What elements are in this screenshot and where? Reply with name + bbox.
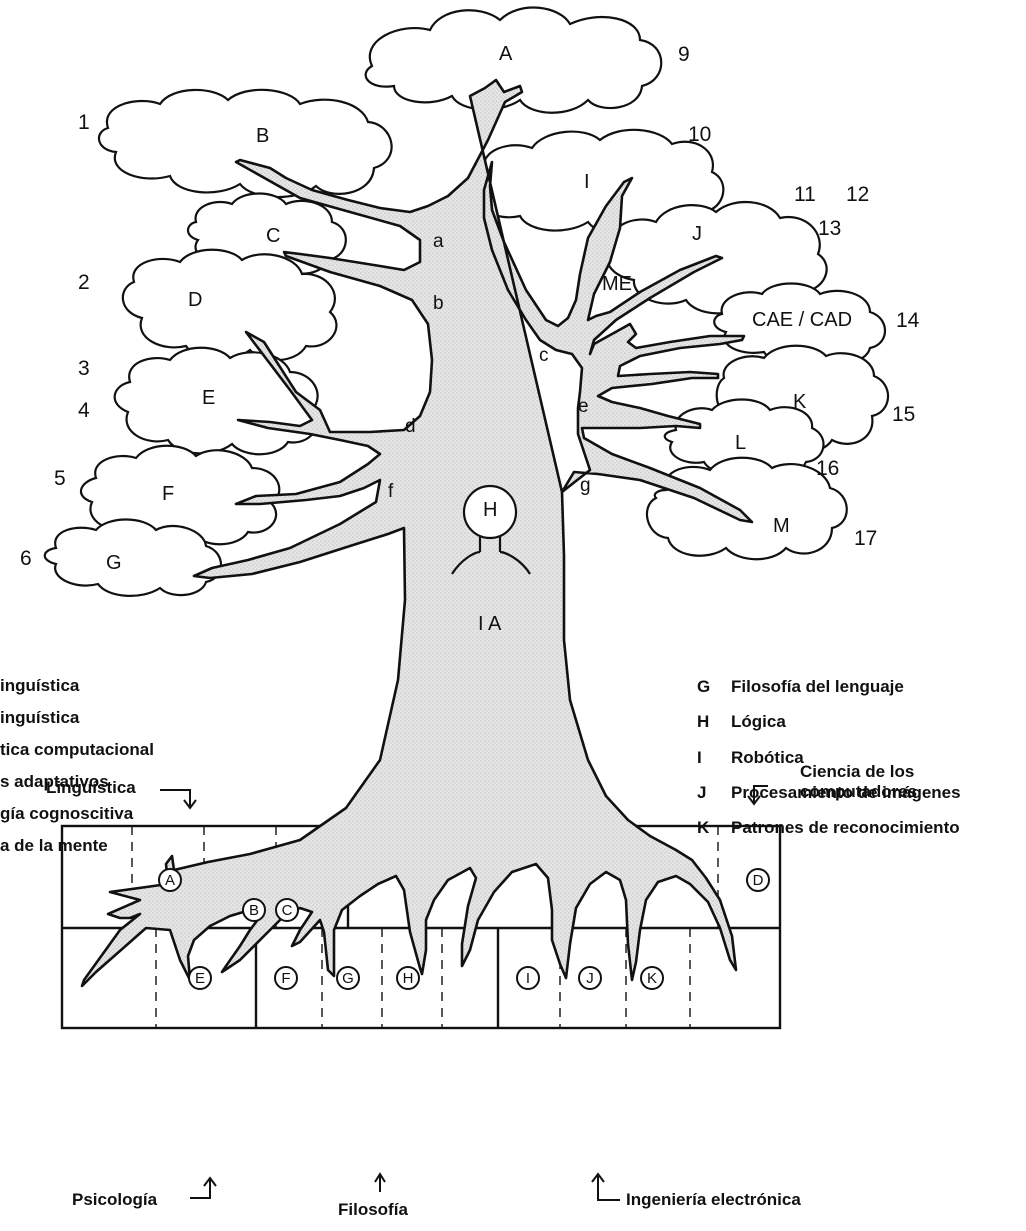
label-F: F <box>162 484 174 504</box>
cloud-e <box>115 348 318 455</box>
number-5: 5 <box>54 468 66 489</box>
label-b: b <box>433 294 444 313</box>
label-c: c <box>539 346 549 365</box>
root-circle-B: B <box>242 898 266 922</box>
number-15: 15 <box>892 404 915 425</box>
label-H: H <box>483 500 497 520</box>
discipline-linguistica: Linguística <box>46 778 136 798</box>
label-cae-cad: CAE / CAD <box>752 310 852 330</box>
root-circle-G: G <box>336 966 360 990</box>
label-e: e <box>578 397 589 416</box>
root-circle-K: K <box>640 966 664 990</box>
discipline-filosofia: Filosofía <box>338 1200 408 1220</box>
root-circle-F: F <box>274 966 298 990</box>
cloud-1 <box>99 90 392 197</box>
discipline-psicologia: Psicología <box>72 1190 157 1210</box>
label-A: A <box>499 44 512 64</box>
legend-left-1: inguística <box>0 676 79 696</box>
legend-left-6: a de la mente <box>0 836 108 856</box>
label-a: a <box>433 232 444 251</box>
legend-left-5: gía cognoscitiva <box>0 804 133 824</box>
label-E: E <box>202 388 215 408</box>
number-1: 1 <box>78 112 90 133</box>
label-C: C <box>266 226 280 246</box>
number-4: 4 <box>78 400 90 421</box>
label-K: K <box>793 392 806 412</box>
root-circle-A: A <box>158 868 182 892</box>
label-M: M <box>773 516 790 536</box>
discipline-ciencia-1: Ciencia de los <box>800 762 914 782</box>
number-12: 12 <box>846 184 869 205</box>
root-circle-C: C <box>275 898 299 922</box>
label-IA: I A <box>478 614 501 634</box>
number-14: 14 <box>896 310 919 331</box>
legend-left-3: tica computacional <box>0 740 154 760</box>
number-9: 9 <box>678 44 690 65</box>
number-2: 2 <box>78 272 90 293</box>
label-D: D <box>188 290 202 310</box>
number-16: 16 <box>816 458 839 479</box>
label-I: I <box>584 172 590 192</box>
label-G: G <box>106 553 122 573</box>
label-L: L <box>735 433 746 453</box>
label-f: f <box>388 482 393 501</box>
number-11: 11 <box>794 184 816 205</box>
number-17: 17 <box>854 528 877 549</box>
label-g: g <box>580 476 591 495</box>
root-circle-I: I <box>516 966 540 990</box>
discipline-ingenieria: Ingeniería electrónica <box>626 1190 801 1210</box>
root-circle-J: J <box>578 966 602 990</box>
label-J: J <box>692 224 702 244</box>
number-6: 6 <box>20 548 32 569</box>
number-13: 13 <box>818 218 841 239</box>
label-ME: ME <box>602 274 632 294</box>
cloud-g <box>45 520 221 596</box>
number-3: 3 <box>78 358 90 379</box>
label-B: B <box>256 126 269 146</box>
legend-left-2: inguística <box>0 708 79 728</box>
label-d: d <box>405 417 416 436</box>
discipline-ciencia-2: computadores <box>800 782 917 802</box>
root-circle-E: E <box>188 966 212 990</box>
root-circle-H: H <box>396 966 420 990</box>
root-circle-D: D <box>746 868 770 892</box>
number-10: 10 <box>688 124 711 145</box>
